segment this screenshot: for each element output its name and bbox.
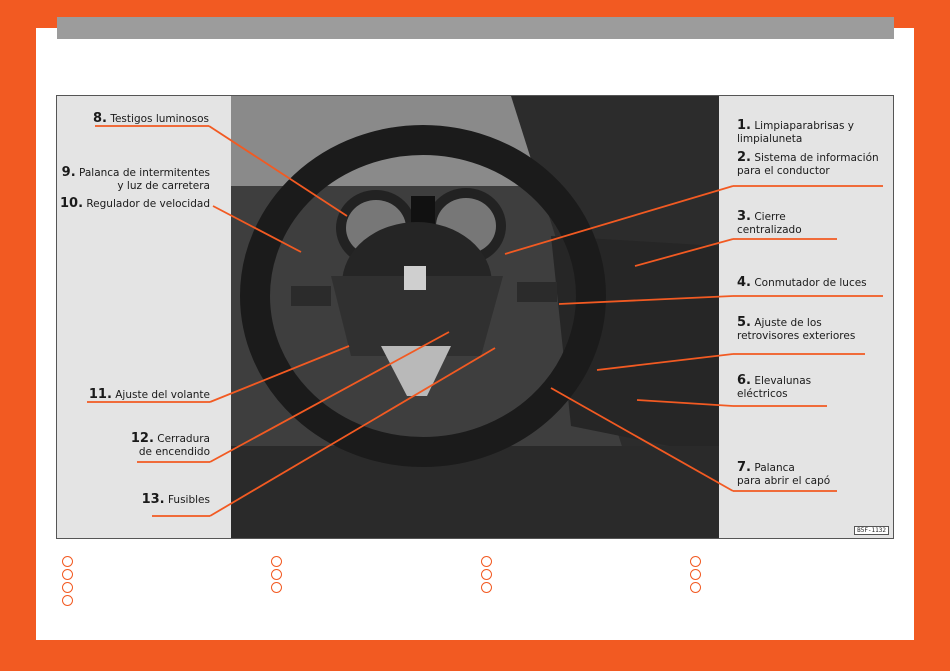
label-8: 8. Testigos luminosos [77,112,209,126]
label-5-number: 5. [737,315,751,330]
marker-circle [481,569,492,580]
marker-circle [690,556,701,567]
marker-circle [271,556,282,567]
label-4-number: 4. [737,275,751,290]
label-6-number: 6. [737,373,751,388]
marker-circle [690,582,701,593]
marker-column-4 [690,556,701,595]
label-9-number: 9. [61,165,76,180]
label-12: 12. Cerradura de encendido [77,432,210,459]
label-5-text-line2: retrovisores exteriores [737,330,856,342]
figure-reference: B5F-1132 [854,526,889,535]
label-13: 13. Fusibles [77,493,210,507]
label-3: 3. Cierre centralizado [737,210,802,237]
marker-circle [62,582,73,593]
label-1: 1. Limpiaparabrisas y limpialuneta [737,119,854,146]
leader-line-5-diag [596,353,734,371]
leader-line-4-diag [558,295,734,305]
label-1-number: 1. [737,118,751,133]
leader-line-6-diag [636,399,734,407]
marker-column-1 [62,556,73,608]
leader-line-8-diag [208,125,348,217]
marker-circle [62,595,73,606]
marker-circle [62,569,73,580]
dashboard-figure: 8. Testigos luminosos 9. Palanca de inte… [56,95,894,539]
leader-lines [87,125,883,517]
label-9-text-line2: y luz de carretera [117,180,210,192]
label-10-number: 10. [59,196,84,211]
label-9: 9. Palanca de intermitentes y luz de car… [57,166,210,193]
marker-circle [271,569,282,580]
leader-line-10 [212,205,302,253]
label-13-text: Fusibles [167,494,210,506]
label-8-number: 8. [93,111,107,126]
marker-circle [62,556,73,567]
label-8-text: Testigos luminosos [110,113,209,125]
label-10-text: Regulador de velocidad [86,198,210,210]
label-2-text-line2: para el conductor [737,165,830,177]
label-3-number: 3. [737,209,751,224]
leader-line-11-diag [209,345,350,403]
label-13-number: 13. [141,492,165,507]
label-6-text: Elevalunas [754,375,812,387]
label-6-text-line2: eléctricos [737,388,788,400]
label-7-text: Palanca [754,462,795,474]
label-1-text-line2: limpialuneta [737,133,803,145]
leader-line-3-diag [634,238,734,267]
label-6: 6. Elevalunas eléctricos [737,374,811,401]
label-5: 5. Ajuste de los retrovisores exteriores [737,316,855,343]
label-4-text: Conmutador de luces [754,277,867,289]
label-7-number: 7. [737,460,751,475]
marker-circle [271,582,282,593]
label-5-text: Ajuste de los [754,317,822,329]
label-10: 10. Regulador de velocidad [57,197,210,211]
header-bar [57,17,894,39]
label-2: 2. Sistema de información para el conduc… [737,151,879,178]
label-12-text-line2: de encendido [138,446,210,458]
leader-line-13-diag [209,347,496,517]
label-7-text-line2: para abrir el capó [737,475,831,487]
label-11-text: Ajuste del volante [115,389,210,401]
label-3-text: Cierre [754,211,786,223]
marker-column-3 [481,556,492,595]
marker-circle [481,556,492,567]
label-1-text: Limpiaparabrisas y [754,120,855,132]
marker-circle [481,582,492,593]
leader-line-7-diag [550,387,734,492]
label-2-number: 2. [737,150,751,165]
label-4: 4. Conmutador de luces [737,276,867,290]
label-7: 7. Palanca para abrir el capó [737,461,830,488]
label-3-text-line2: centralizado [737,224,802,236]
label-11: 11. Ajuste del volante [67,388,210,402]
label-12-number: 12. [130,431,154,446]
marker-circle [690,569,701,580]
marker-column-2 [271,556,282,595]
label-11-number: 11. [88,387,112,402]
label-2-text: Sistema de información [754,152,879,164]
label-9-text: Palanca de intermitentes [78,167,210,179]
label-12-text: Cerradura [157,433,210,445]
leader-line-12-diag [209,331,450,463]
leader-line-2-diag [504,185,734,255]
